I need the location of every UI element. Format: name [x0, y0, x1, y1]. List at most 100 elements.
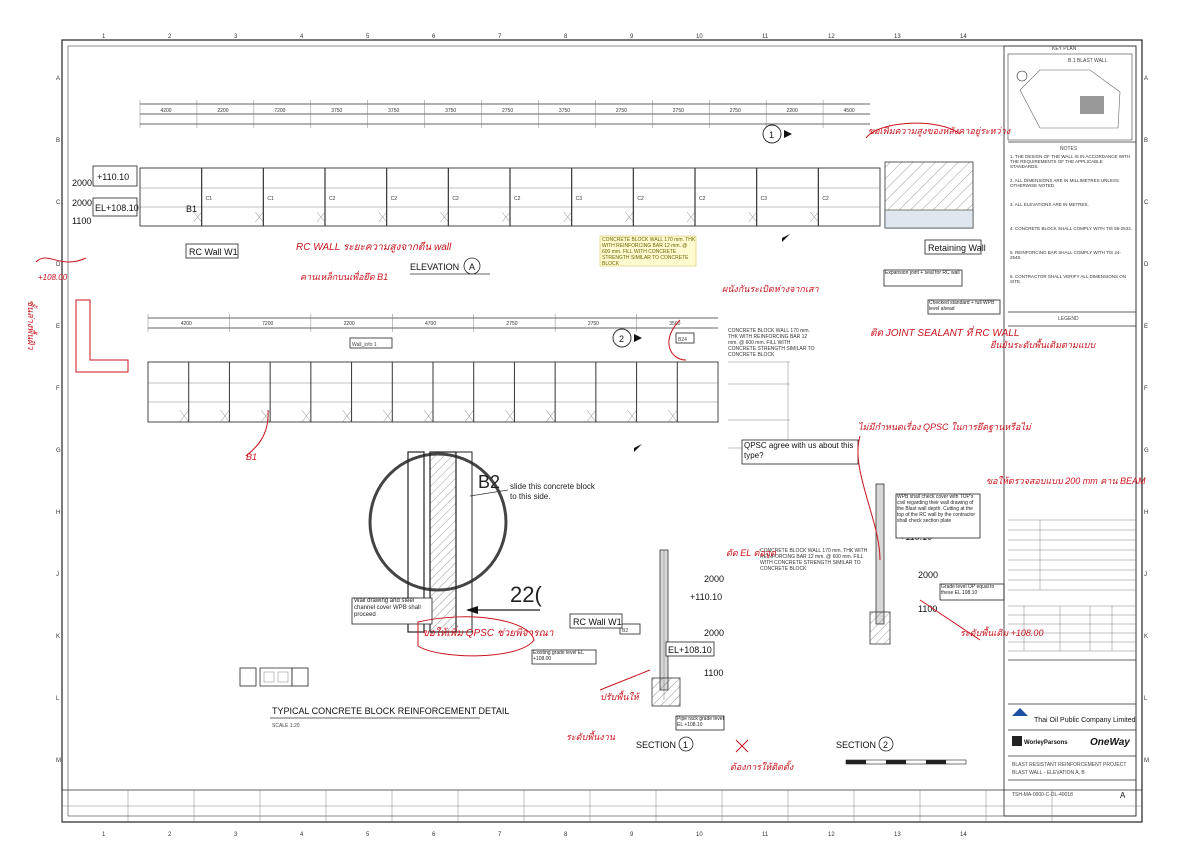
grid-col-bottom-4: 4	[300, 832, 304, 838]
elevation-a-note-yellow: CONCRETE BLOCK WALL 170 mm. THK WITH REI…	[602, 237, 696, 267]
rc-wall-label: RC Wall W1	[189, 247, 238, 257]
elevation-a-dim: 2750	[673, 108, 684, 114]
qpsc-question-note: QPSC agree with us about this type?	[744, 441, 854, 460]
note-item: 2. ALL DIMENSIONS ARE IN MILLIMETRES UNL…	[1010, 178, 1119, 188]
elevation-a-bay-label: C2	[699, 196, 706, 202]
grid-row-F: F	[56, 386, 60, 392]
elevation-a-bay-label: C2	[452, 196, 459, 202]
markup-left-1: +108.00	[38, 273, 68, 282]
grid-col-bottom-13: 13	[894, 832, 901, 838]
grid-row-A: A	[56, 76, 60, 82]
contractor-name: OneWay	[1090, 737, 1130, 748]
section-1-b2: B2	[622, 628, 628, 634]
grid-col-4: 4	[300, 34, 304, 40]
elevation-a-title: ELEVATION	[410, 262, 459, 272]
drawing-number: TSH-MA-0000-C-DL-40018	[1012, 792, 1073, 798]
grid-col-5: 5	[366, 34, 370, 40]
grid-col-bottom-9: 9	[630, 832, 634, 838]
section-2-marker: 2	[883, 740, 888, 750]
existing-grade-note: Existing grade level EL +108.00	[533, 650, 584, 662]
elevation-b-dim: 7200	[262, 321, 273, 327]
grid-col-11: 11	[762, 34, 769, 40]
section-1-el-108: EL+108.10	[668, 645, 712, 655]
grid-col-10: 10	[696, 34, 703, 40]
elevation-a-dim: 2200	[217, 108, 228, 114]
slide-concrete-note: slide this concrete block to this side.	[510, 482, 595, 501]
elevation-b-dim: 2750	[588, 321, 599, 327]
grid-row-right-L: L	[1144, 696, 1148, 702]
grid-col-2: 2	[168, 34, 172, 40]
grid-col-14: 14	[960, 34, 967, 40]
grid-row-right-H: H	[1144, 510, 1148, 516]
grid-row-right-M: M	[1144, 758, 1149, 764]
elevation-a-el-bottom: EL+108.10	[95, 203, 139, 213]
detail-title: TYPICAL CONCRETE BLOCK REINFORCEMENT DET…	[272, 706, 509, 716]
grid-row-B: B	[56, 138, 60, 144]
client-name: Thai Oil Public Company Limited	[1034, 717, 1136, 724]
drawing-title: BLAST WALL - ELEVATION A, B	[1012, 770, 1085, 776]
elevation-a-dim: 2750	[730, 108, 741, 114]
elevation-a-bay-label: C2	[514, 196, 521, 202]
grid-col-bottom-5: 5	[366, 832, 370, 838]
legend-title: LEGEND	[1058, 316, 1079, 322]
grid-col-bottom-2: 2	[168, 832, 172, 838]
grid-row-C: C	[56, 200, 61, 206]
note-item: 4. CONCRETE BLOCK SHALL COMPLY WITH TIS …	[1010, 226, 1132, 231]
grid-row-L: L	[56, 696, 60, 702]
detail-b2-tag: B2	[478, 472, 500, 492]
grid-row-H: H	[56, 510, 60, 516]
elevation-b-dim: 2750	[506, 321, 517, 327]
grade-level-note: Grade level OP equal to these EL 108.10	[941, 584, 995, 596]
note-item: 5. REINFORCING BAR SHALL COMPLY WITH TIS…	[1010, 250, 1121, 260]
section-1-el-110: +110.10	[690, 592, 722, 602]
markup-qpsc: ไม่มีกำหนดเรื่อง QPSC ในการยึดฐานหรือไม่	[858, 420, 1033, 433]
elevation-a-bay-label: C1	[206, 196, 213, 202]
grid-row-right-B: B	[1144, 138, 1148, 144]
notes-title: NOTES	[1060, 146, 1078, 152]
reference-drawings-table	[1008, 519, 1136, 591]
wpb-check-note: WPB shall check cover with TOP's civil r…	[897, 494, 976, 524]
consultant-name: WorleyParsons	[1024, 740, 1068, 746]
grid-row-D: D	[56, 262, 61, 268]
grid-row-right-D: D	[1144, 262, 1149, 268]
section-1-2000b: 2000	[704, 628, 724, 638]
grid-col-1: 1	[102, 34, 106, 40]
section-1: B2 +110.10 2000 2000 1100 EL+108.10 RC W…	[531, 549, 725, 752]
section-1-2000a: 2000	[704, 574, 724, 584]
section-2-note: CONCRETE BLOCK WALL 170 mm. THK WITH REI…	[760, 548, 868, 572]
elevation-a-dim: 4200	[160, 108, 171, 114]
markup-install: ต้องการให้ติดตั้ง	[730, 760, 794, 772]
markup-beam-200: ขอให้ตรวจสอบแบบ 200 mm คาน BEAM	[986, 475, 1146, 486]
revision-letter: A	[1120, 791, 1126, 800]
section-2-title: SECTION	[836, 740, 876, 750]
notes-list: 1. THE DESIGN OF THE WALL IS IN ACCORDAN…	[1010, 154, 1132, 284]
grid-row-G: G	[56, 448, 61, 454]
wall-drawing-note: Wall drawing and steel channel cover WPB…	[354, 598, 421, 618]
elevation-a-dim: 2750	[502, 108, 513, 114]
grid-row-M: M	[56, 758, 61, 764]
elevation-a-dim: 3750	[445, 108, 456, 114]
elevation-a-dim: 3750	[559, 108, 570, 114]
grid-col-bottom-14: 14	[960, 832, 967, 838]
markup-rc-wall: RC WALL ระยะความสูงจากตีน wall	[296, 241, 452, 253]
grid-row-right-G: G	[1144, 448, 1149, 454]
elevation-a-bay-label: C1	[267, 196, 274, 202]
title-block: KEY PLAN B.1 BLAST WALL NOTES 1. THE DES…	[1003, 45, 1137, 817]
grid-row-right-K: K	[1144, 634, 1148, 640]
section-marker-2-label: 2	[619, 334, 624, 344]
section-marker-1-label: 1	[769, 130, 774, 140]
markup-cut-el: ตัด EL ต่อจุด	[726, 548, 777, 559]
section-1-title: SECTION	[636, 740, 676, 750]
elevation-a-bay-label: C3	[761, 196, 768, 202]
grid-row-right-F: F	[1144, 386, 1148, 392]
grid-col-bottom-10: 10	[696, 832, 703, 838]
grid-col-bottom-8: 8	[564, 832, 568, 838]
grid-col-bottom-7: 7	[498, 832, 502, 838]
elevation-a-dim-1100: 1100	[72, 216, 91, 226]
grid-col-13: 13	[894, 34, 901, 40]
markup-joint-sealant: ติด JOINT SEALANT ที่ RC WALL	[870, 325, 1019, 339]
